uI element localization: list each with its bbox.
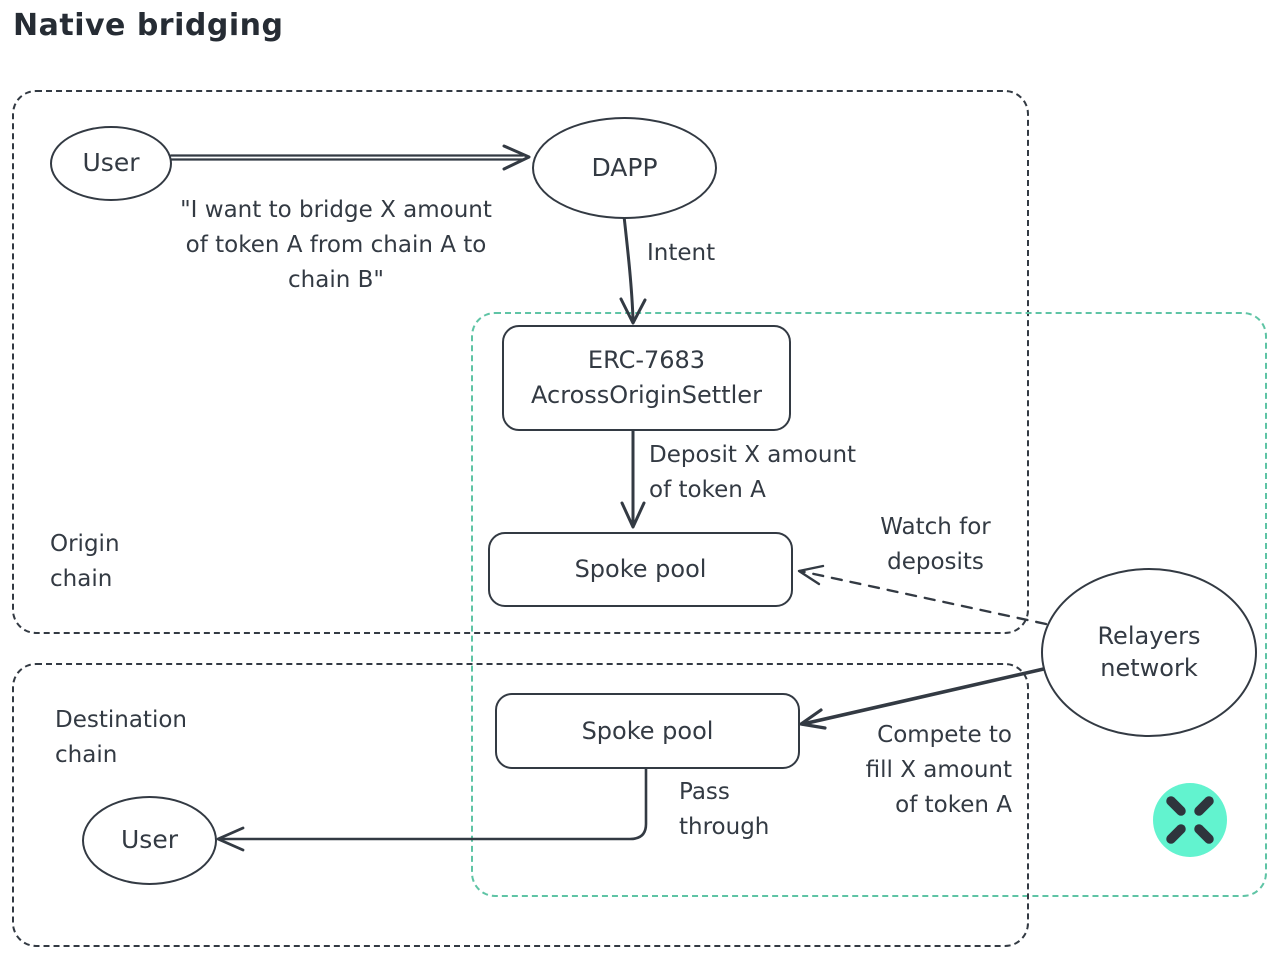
user-node-origin: User <box>50 126 172 201</box>
arrow-spoke-to-user <box>216 762 648 852</box>
arrow-dapp-to-settler <box>619 214 647 325</box>
compete-label: Compete to fill X amount of token A <box>865 722 1012 818</box>
destination-chain-label: Destination chain <box>55 707 187 768</box>
intent-label: Intent <box>647 240 716 266</box>
erc7683-settler-line1: ERC-7683 <box>587 346 706 375</box>
origin-chain-label: Origin chain <box>50 531 120 592</box>
spoke-pool-destination-node: Spoke pool <box>495 693 800 769</box>
user-node-destination: User <box>82 796 217 885</box>
relayers-network-label: Relayers network <box>1097 622 1201 682</box>
spoke-pool-origin-node: Spoke pool <box>488 532 793 607</box>
erc7683-settler-node: ERC-7683 AcrossOriginSettler <box>502 325 791 431</box>
destination-chain-region <box>12 663 1029 947</box>
origin-chain-region <box>12 90 1029 634</box>
arrow-relayers-to-destination-spoke <box>799 666 1050 730</box>
watch-for-deposits-label: Watch for deposits <box>880 514 991 575</box>
arrow-settler-to-spoke-pool <box>620 427 646 529</box>
across-logo-icon <box>1153 783 1227 857</box>
erc7683-settler-line2: AcrossOriginSettler <box>531 381 762 409</box>
user-node-origin-label: User <box>82 148 140 178</box>
spoke-pool-origin-label: Spoke pool <box>574 555 707 584</box>
user-node-destination-label: User <box>121 825 178 855</box>
spoke-pool-destination-label: Spoke pool <box>581 716 714 745</box>
dapp-node: DAPP <box>532 117 717 219</box>
relayers-network-node: Relayers network <box>1041 568 1257 737</box>
across-settlement-region <box>471 312 1267 897</box>
pass-through-label: Pass through <box>679 779 770 840</box>
dapp-node-label: DAPP <box>591 152 658 182</box>
bridge-request-quote-label: "I want to bridge X amount of token A fr… <box>180 197 492 293</box>
deposit-label: Deposit X amount of token A <box>649 442 857 503</box>
arrow-user-to-dapp <box>169 144 531 171</box>
arrow-relayers-watch-deposits <box>797 564 1048 626</box>
diagram-title: Native bridging <box>13 8 284 43</box>
